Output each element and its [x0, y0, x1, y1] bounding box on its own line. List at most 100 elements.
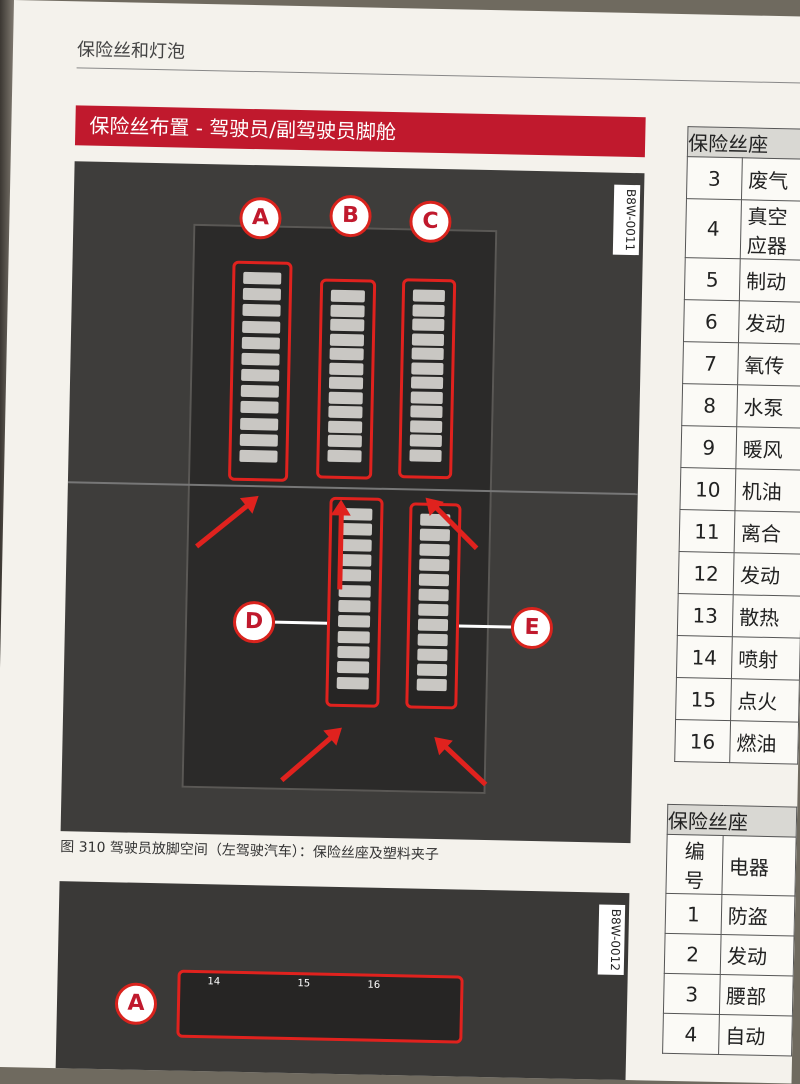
- fuse-device: 发动: [733, 552, 800, 597]
- fuse-number: 5: [684, 257, 741, 301]
- fuse-number: 3: [686, 156, 743, 200]
- fuse-slot: [418, 573, 450, 587]
- fuse-slot: [412, 289, 446, 303]
- fuse-slot: [419, 528, 451, 542]
- fuse-slot: [241, 352, 280, 366]
- fuse-number: 8: [681, 383, 738, 427]
- fuse-device: 发动: [720, 934, 795, 977]
- fuse-device: 氧传: [737, 342, 800, 387]
- fig2-label-16: 16: [367, 979, 381, 991]
- fuse-slot: [338, 584, 371, 598]
- fuse-slot: [328, 405, 363, 419]
- fuse-slot: [328, 391, 363, 404]
- fuse-slot: [411, 332, 445, 346]
- figure-code-2: B8W-0012: [597, 904, 626, 976]
- running-header: 保险丝和灯泡: [76, 39, 186, 63]
- fig2-label-15: 15: [297, 978, 311, 990]
- fuse-slot: [409, 448, 442, 462]
- fuse-block-a: [227, 260, 293, 482]
- fuse-slot: [329, 333, 365, 346]
- fuse-number: 15: [675, 677, 732, 721]
- fuse-slot: [416, 663, 448, 677]
- fuse-slot: [410, 419, 443, 433]
- fuse-slot: [241, 336, 280, 350]
- fuse-slot: [417, 648, 448, 662]
- fuse-device: 自动: [718, 1014, 793, 1057]
- fuse-slot: [243, 271, 282, 285]
- fuse-number: 16: [674, 719, 731, 763]
- fuse-number: 12: [678, 551, 734, 595]
- fuse-slot: [329, 347, 364, 361]
- fuse-slot: [411, 347, 444, 361]
- fuse-slot: [328, 376, 364, 390]
- fuse-device: 腰部: [719, 974, 794, 1017]
- fuse-slot: [339, 523, 373, 536]
- fuse-block-e: [405, 502, 462, 710]
- fuse-number: 4: [685, 198, 742, 259]
- figure-code: B8W-0011: [612, 184, 641, 256]
- fuse-slot: [416, 678, 447, 692]
- fuse-device: 散热: [732, 594, 800, 639]
- fuse-slot: [419, 558, 450, 572]
- fuse-slot: [240, 417, 279, 431]
- fuse-number: 13: [677, 593, 734, 637]
- fuse-slot: [327, 449, 362, 462]
- table2-header: 保险丝座: [667, 804, 797, 838]
- fuse-device: 水泵: [736, 384, 800, 429]
- header-rule: [76, 67, 800, 84]
- fuse-block-d: [325, 496, 384, 708]
- fuse-slot: [418, 603, 449, 617]
- fuse-number: 14: [676, 635, 733, 679]
- fuse-block-c: [398, 278, 457, 480]
- fuse-number: 1: [665, 893, 722, 935]
- fuse-number: 11: [679, 509, 735, 553]
- fuse-number: 10: [679, 467, 736, 511]
- fuse-slot: [410, 390, 443, 404]
- fuse-slot: [338, 599, 371, 613]
- table1-header: 保险丝座: [687, 126, 800, 160]
- fuse-device: 暖风: [735, 426, 800, 471]
- fuse-photo-2: B8W-0012 A 14 15 16: [55, 881, 630, 1084]
- fuse-device: 废气: [741, 157, 800, 202]
- fuse-slot: [419, 543, 450, 557]
- fuse-slot: [411, 361, 444, 375]
- fig2-label-14: 14: [207, 976, 221, 988]
- fuse-slot: [239, 433, 278, 447]
- fuse-device: 点火: [730, 678, 800, 723]
- fuse-device: 喷射: [731, 636, 800, 681]
- fuse-device: 真空 应器: [740, 199, 800, 261]
- section-title: 保险丝布置 - 驾驶员/副驾驶员脚舱: [74, 105, 646, 158]
- fuse-slot: [410, 405, 443, 419]
- fuse-slot: [409, 434, 442, 448]
- fuse-slot: [327, 434, 362, 448]
- fuse-device: 制动: [739, 258, 800, 303]
- fuse-slot: [241, 368, 280, 382]
- fuse-slot: [417, 618, 449, 632]
- fuse-number: 4: [662, 1013, 720, 1055]
- fuse-slot: [242, 288, 282, 301]
- fuse-slot: [339, 553, 372, 567]
- fuse-slot: [410, 376, 444, 390]
- fuse-device: 机油: [734, 468, 800, 513]
- fuse-slot: [336, 661, 370, 674]
- fuse-number: 6: [683, 299, 740, 343]
- fuse-device: 发动: [738, 300, 800, 345]
- fuse-slot: [329, 362, 364, 375]
- fuse-device: 防盗: [720, 894, 795, 937]
- figure-caption: 图 310 驾驶员放脚空间（左驾驶汽车）：保险丝座及塑料夹子: [60, 839, 439, 864]
- fuse-slot: [240, 401, 279, 414]
